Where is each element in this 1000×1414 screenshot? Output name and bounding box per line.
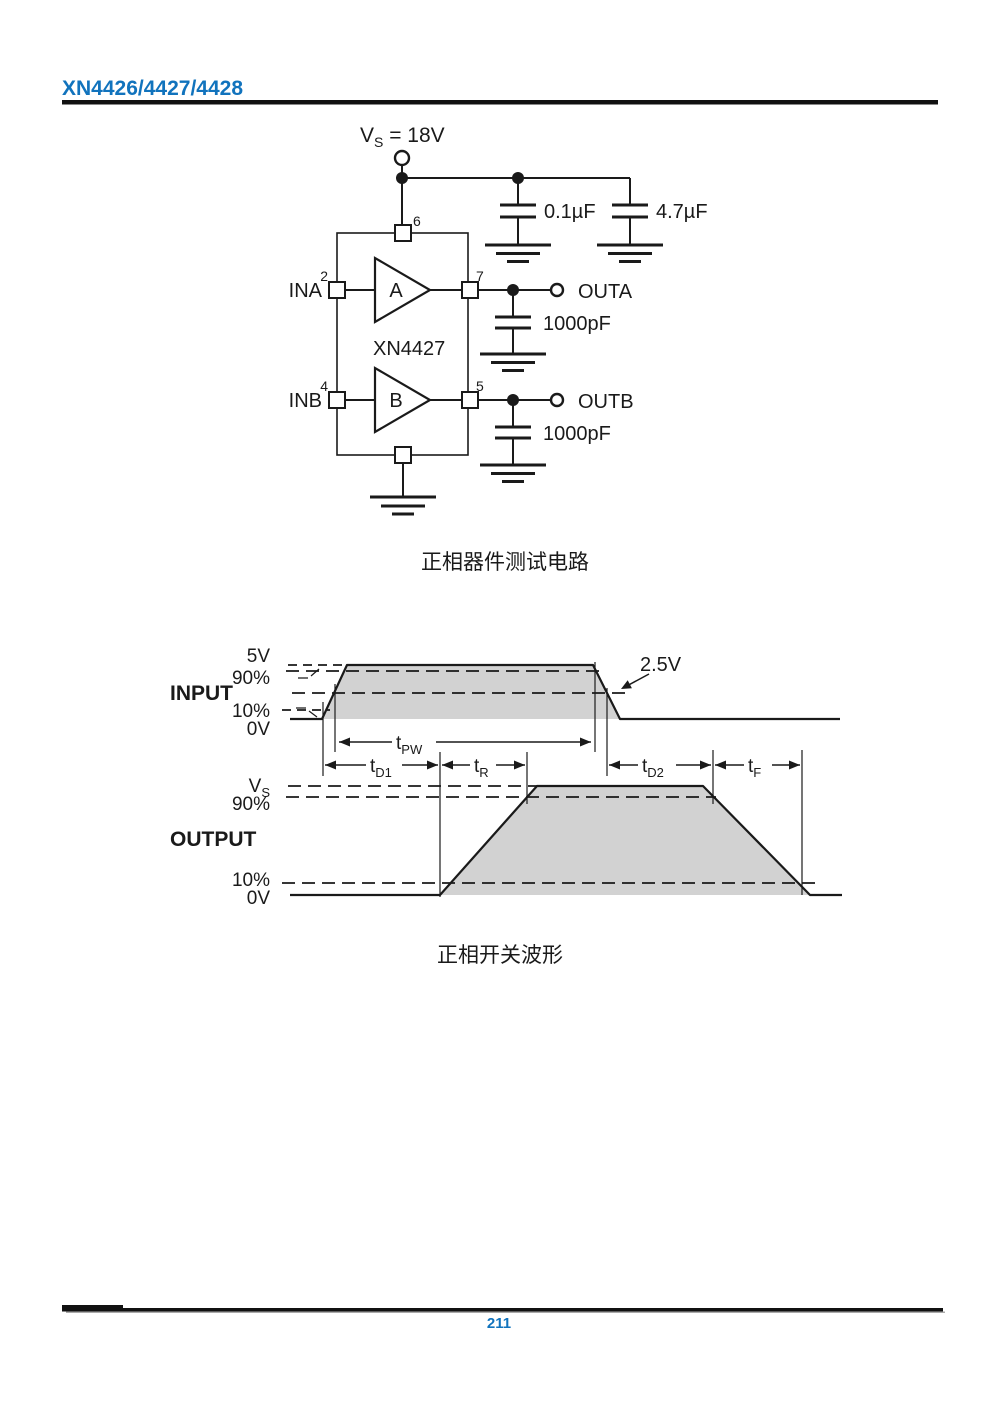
tf-label: tF: [748, 756, 761, 780]
input-0v-label: 0V: [247, 719, 271, 740]
input-waveform: [290, 663, 840, 721]
ground-icon: [597, 243, 663, 263]
output-b-label: OUTB: [578, 391, 634, 413]
capacitor-value: 4.7µF: [656, 201, 708, 223]
waveform-caption: 正相开关波形: [437, 944, 563, 967]
output-vs-label: VS: [249, 776, 271, 800]
pin-7-number: 7: [476, 268, 484, 284]
leader-mark: [298, 668, 320, 679]
input-a-label: INA: [289, 280, 323, 302]
pin-6-box: [394, 224, 412, 242]
switching-waveform-diagram: tPW tD1 tR tD2 tF: [170, 646, 842, 967]
ground-icon: [485, 243, 551, 263]
header-rule: [62, 100, 938, 105]
input-pulse-shade: [322, 665, 620, 719]
input-5v-label: 5V: [247, 646, 271, 667]
input-b-label: INB: [289, 390, 322, 412]
output-a-terminal: [549, 282, 565, 298]
threshold-annotation: 2.5V: [621, 654, 682, 689]
amplifier-a-triangle: [373, 256, 433, 324]
pin-2-number: 2: [320, 268, 328, 284]
output-b-terminal: [549, 392, 565, 408]
leader-mark: [296, 707, 318, 718]
output-a-label: OUTA: [578, 281, 633, 303]
ground-icon: [480, 352, 546, 372]
td1-label: tD1: [370, 756, 392, 780]
tpw-arrow: tPW: [339, 729, 591, 757]
pin-4-box: [328, 391, 346, 409]
td2-label: tD2: [642, 756, 664, 780]
load-capacitor-b-value: 1000pF: [543, 423, 611, 445]
ground-pin-box: [394, 446, 412, 464]
ground-icon: [370, 495, 436, 516]
td2-arrow: tD2: [609, 752, 711, 780]
driver-channel-b: INB 4 B 5 OUTB 1000pF: [289, 366, 634, 483]
capacitor-value: 0.1µF: [544, 201, 596, 223]
supply-terminal: [393, 149, 411, 167]
output-90pct-label: 90%: [232, 794, 270, 815]
threshold-label: 2.5V: [640, 654, 682, 676]
load-capacitor-a-value: 1000pF: [543, 313, 611, 335]
pin-7-box: [461, 281, 479, 299]
td1-arrow: tD1: [325, 752, 438, 780]
footer-rule-accent: [62, 1305, 123, 1309]
pin-5-number: 5: [476, 378, 484, 394]
circuit-caption: 正相器件测试电路: [421, 551, 589, 574]
input-waveform-label: INPUT: [170, 682, 233, 705]
output-pulse-shade: [440, 786, 810, 895]
output-waveform: [290, 784, 842, 897]
tpw-label: tPW: [396, 733, 423, 757]
test-circuit-diagram: VS = 18V 0.1µF: [289, 124, 708, 574]
input-10pct-label: 10%: [232, 701, 270, 722]
amplifier-a-label: A: [389, 280, 403, 302]
amplifier-b-triangle: [373, 366, 433, 434]
amplifier-b-label: B: [389, 390, 402, 412]
pin-4-number: 4: [320, 378, 328, 394]
output-waveform-label: OUTPUT: [170, 828, 257, 851]
junction-dot: [396, 172, 408, 184]
footer-rule-shadow: [66, 1311, 945, 1313]
tr-label: tR: [474, 756, 489, 780]
output-0v-label: 0V: [247, 888, 271, 909]
output-10pct-label: 10%: [232, 870, 270, 891]
pin-5-box: [461, 391, 479, 409]
tr-arrow: tR: [442, 752, 525, 780]
tf-arrow: tF: [715, 752, 800, 780]
pin-2-box: [328, 281, 346, 299]
footer-rule: [62, 1308, 943, 1312]
driver-channel-a: INA 2 A 7 OUTA 1000pF: [289, 256, 633, 372]
chip-name: XN4427: [373, 338, 445, 360]
page-title: XN4426/4427/4428: [62, 77, 243, 100]
pin-6-number: 6: [413, 213, 421, 229]
input-90pct-label: 90%: [232, 668, 270, 689]
page-number: 211: [487, 1315, 511, 1332]
bypass-capacitor-1: 0.1µF: [485, 178, 596, 263]
bypass-capacitor-2: 4.7µF: [597, 178, 708, 263]
ground-icon: [480, 463, 546, 483]
supply-voltage-label: VS = 18V: [360, 124, 445, 150]
